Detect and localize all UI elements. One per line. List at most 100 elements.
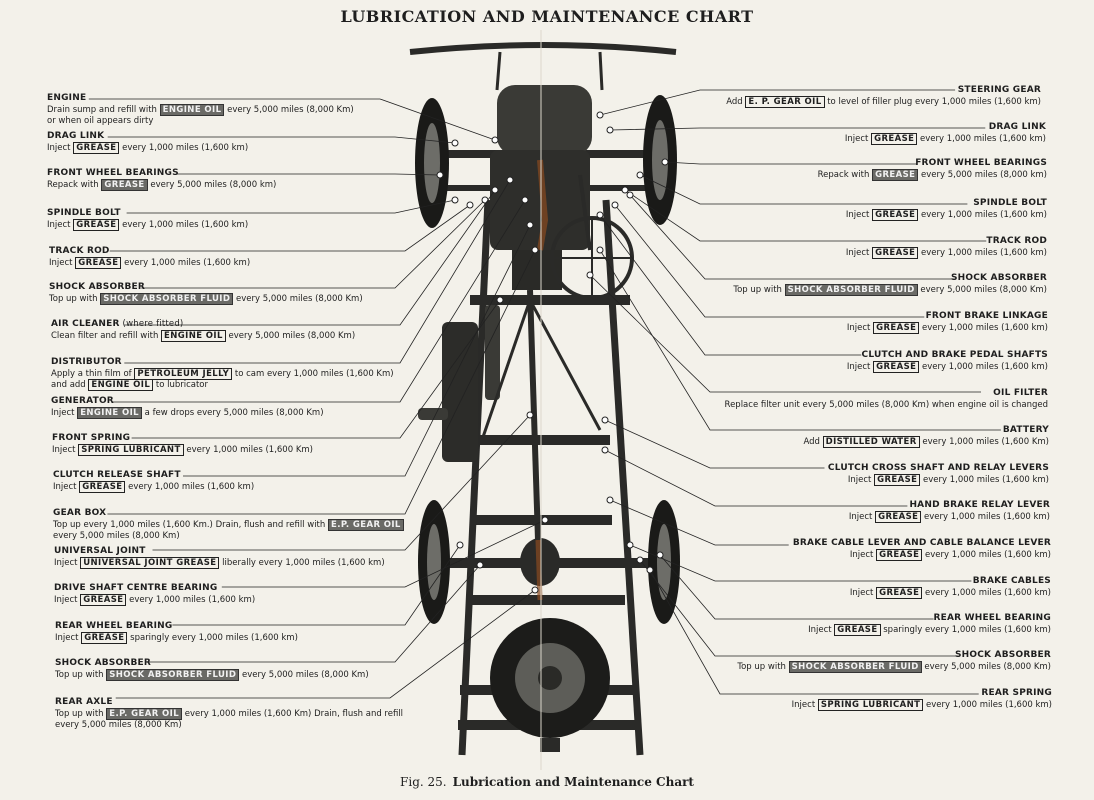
callout-heading-text: FRONT BRAKE LINKAGE <box>925 311 1048 321</box>
lubricant-label: ENGINE OIL <box>159 103 225 116</box>
lube-point <box>606 496 614 504</box>
propeller-shaft <box>527 289 541 541</box>
lubricant-label: GREASE <box>81 631 128 644</box>
lubricant-label: E. P. GEAR OIL <box>745 95 825 108</box>
callout-instruction: Inject GREASE every 1,000 miles (1,600 k… <box>846 246 1047 260</box>
lubricant-label: GREASE <box>873 321 920 334</box>
callout-heading: CLUTCH AND BRAKE PEDAL SHAFTS <box>847 350 1048 362</box>
leader-line-right <box>604 449 908 507</box>
callout-instruction: Top up with SHOCK ABSORBER FLUID every 5… <box>49 292 363 306</box>
callout-heading-text: CLUTCH CROSS SHAFT AND RELAY LEVERS <box>827 463 1049 473</box>
instruction-text: every 5,000 miles (8,000 Km) <box>55 720 182 730</box>
lubricant-label: SHOCK ABSORBER FLUID <box>784 283 918 296</box>
lubricant-label: GREASE <box>73 218 120 231</box>
instruction-text: Inject <box>847 474 875 485</box>
callout-instruction: Inject GREASE sparingly every 1,000 mile… <box>808 623 1051 637</box>
callout-heading: DRAG LINK <box>845 122 1046 134</box>
leader-line-left <box>111 199 526 403</box>
bumper-brackets <box>495 51 604 91</box>
instruction-text: every 5,000 miles (8,000 Km) <box>921 661 1051 672</box>
figure-caption: Fig. 25.Lubrication and Maintenance Char… <box>0 775 1094 789</box>
instruction-text: every 5,000 miles (8,000 Km) <box>53 531 180 541</box>
callout-heading: FRONT WHEEL BEARINGS <box>818 158 1047 170</box>
callout-heading-text: SHOCK ABSORBER <box>954 650 1051 660</box>
callout-heading: BRAKE CABLES <box>850 576 1051 588</box>
instruction-text: Inject <box>846 322 874 333</box>
engine-block <box>497 85 592 155</box>
callout-instruction: Repack with GREASE every 5,000 miles (8,… <box>47 178 276 192</box>
instruction-text: Inject <box>808 624 835 635</box>
callout-heading-text: CLUTCH RELEASE SHAFT <box>53 470 181 480</box>
callout-heading-text: REAR WHEEL BEARING <box>55 621 173 631</box>
callout-heading-text: OIL FILTER <box>993 388 1048 398</box>
instruction-text: Apply a thin film of <box>51 368 135 379</box>
callout-heading-text: HAND BRAKE RELAY LEVER <box>909 500 1050 510</box>
lube-point <box>621 186 629 194</box>
instruction-text: Inject <box>849 549 877 560</box>
lubricant-label: SHOCK ABSORBER FLUID <box>788 660 922 673</box>
page-title: LUBRICATION AND MAINTENANCE CHART <box>340 7 754 26</box>
instruction-text: Inject <box>845 209 873 220</box>
instruction-text: every 5,000 miles (8,000 Km) <box>233 293 363 304</box>
leader-line-right <box>629 194 955 280</box>
leader-line-right <box>639 174 968 205</box>
leader-line-left <box>131 299 501 439</box>
callout-heading-text: GEAR BOX <box>53 508 107 518</box>
lubricant-label: DISTILLED WATER <box>822 435 920 448</box>
leader-line-right <box>599 89 956 116</box>
callout-heading: AIR CLEANER (where fitted) <box>51 319 355 331</box>
leader-line-right <box>609 499 789 546</box>
instruction-text: every 1,000 miles (1,600 Km) <box>919 436 1049 447</box>
leader-line-left <box>109 204 471 252</box>
callout-instruction: Top up every 1,000 miles (1,600 Km.) Dra… <box>53 518 404 532</box>
instruction-text: Inject <box>55 632 82 643</box>
callout-heading: BRAKE CABLE LEVER AND CABLE BALANCE LEVE… <box>793 538 1051 550</box>
leader-line-left <box>147 564 481 663</box>
instruction-text: every 1,000 miles (1,600 km) <box>922 549 1051 560</box>
leader-line-left <box>124 179 511 364</box>
callout-instruction: Inject GREASE every 1,000 miles (1,600 k… <box>845 132 1046 146</box>
instruction-text: Inject <box>47 219 74 230</box>
exhaust-silencer <box>485 305 500 400</box>
lube-point <box>601 446 609 454</box>
instruction-text: Inject <box>848 511 876 522</box>
callout-instruction: Inject SPRING LUBRICANT every 1,000 mile… <box>792 698 1052 712</box>
callout-instruction: Inject GREASE every 1,000 miles (1,600 k… <box>847 360 1048 374</box>
cross-member <box>470 435 610 445</box>
callout-instruction: Inject GREASE every 1,000 miles (1,600 k… <box>47 218 248 232</box>
callout-instruction: Inject GREASE every 1,000 miles (1,600 k… <box>846 321 1048 335</box>
instruction-text: Drain sump and refill with <box>47 104 160 115</box>
callout-instruction: Repack with GREASE every 5,000 miles (8,… <box>818 168 1047 182</box>
callout-instruction: Top up with SHOCK ABSORBER FLUID every 5… <box>55 668 369 682</box>
lubricant-label: PETROLEUM JELLY <box>134 367 233 380</box>
callout-heading: DRIVE SHAFT CENTRE BEARING <box>54 583 255 595</box>
callout-instruction: Drain sump and refill with ENGINE OIL ev… <box>47 103 354 117</box>
lube-point <box>496 296 504 304</box>
lube-point <box>466 201 474 209</box>
callout-heading-text: BRAKE CABLES <box>972 576 1051 586</box>
leader-line-left <box>152 414 531 551</box>
instruction-text: every 1,000 miles (1,600 Km) <box>183 444 313 455</box>
leader-line-left <box>126 199 456 214</box>
callout-heading: STEERING GEAR <box>726 85 1041 97</box>
rear-wheel-hub <box>427 524 441 600</box>
callout-instruction: Inject GREASE every 1,000 miles (1,600 k… <box>47 141 248 155</box>
instruction-text: to lubricator <box>153 380 209 390</box>
callout-heading: UNIVERSAL JOINT <box>54 546 385 558</box>
callout-heading-text: TRACK ROD <box>986 236 1047 246</box>
leader-line-right <box>604 419 825 469</box>
leader-line-right <box>649 569 979 695</box>
callout-heading: FRONT WHEEL BEARINGS <box>47 168 276 180</box>
